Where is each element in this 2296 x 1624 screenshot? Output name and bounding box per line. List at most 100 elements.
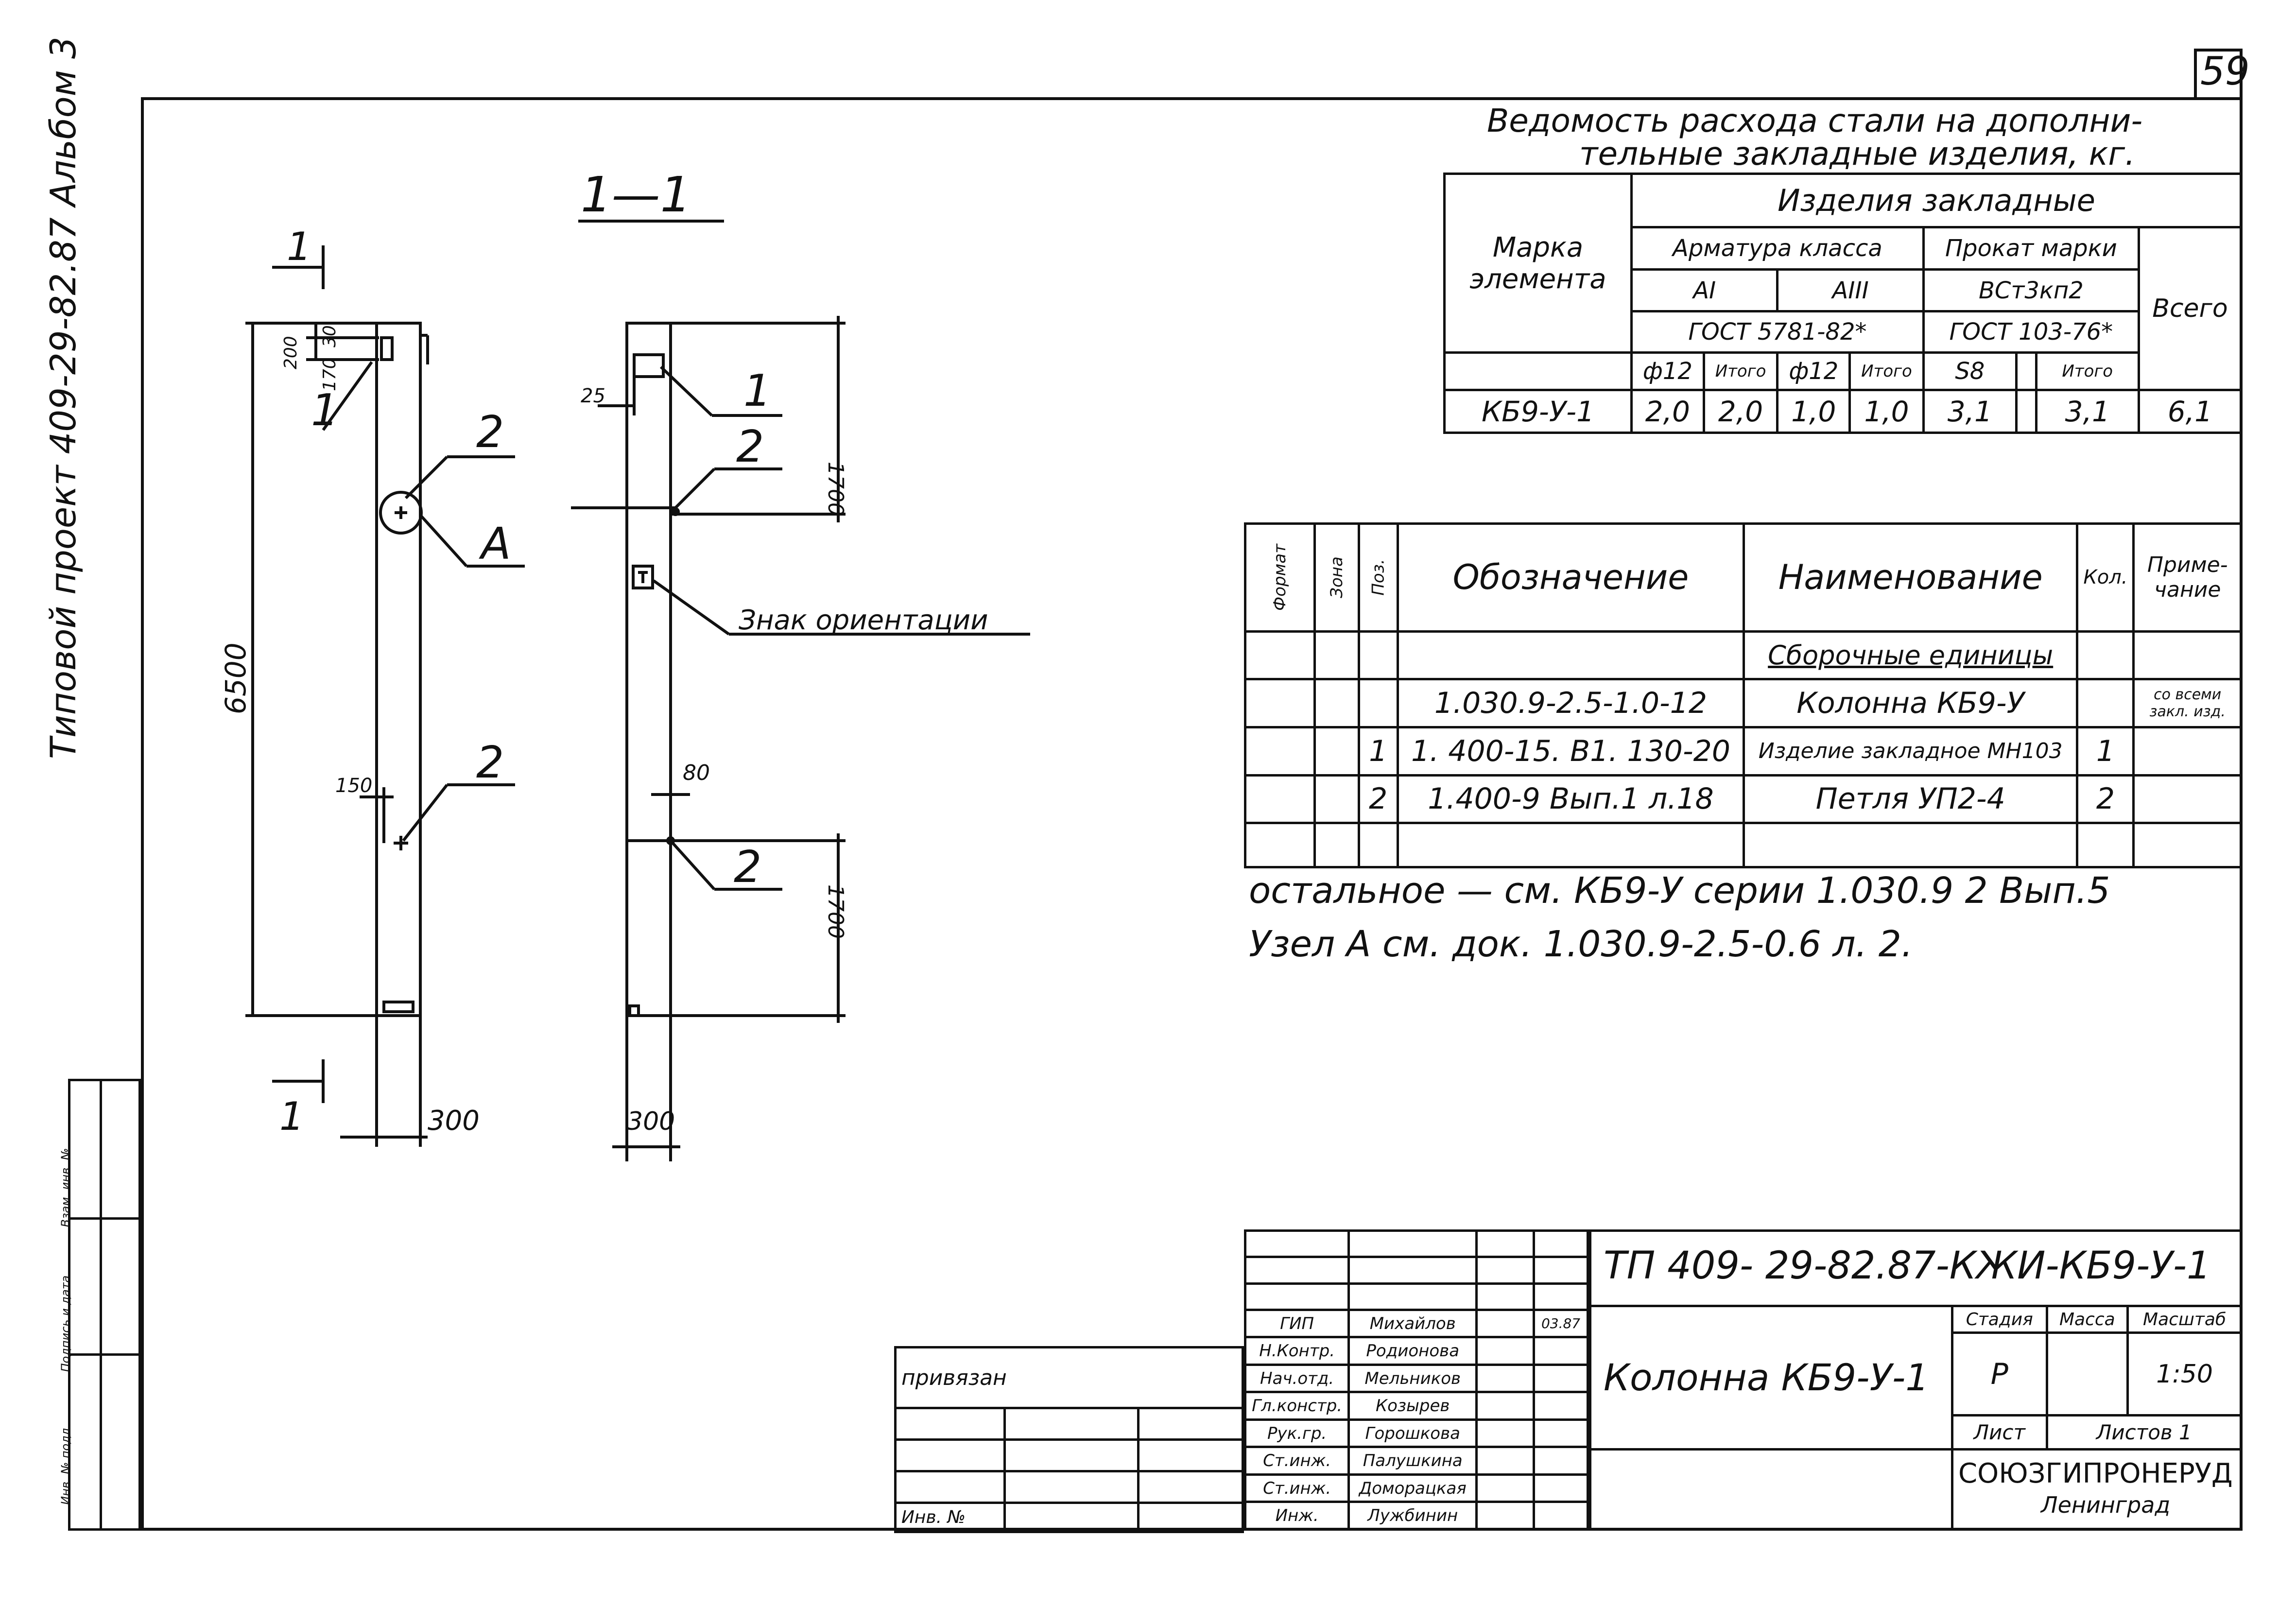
role-2: Нач.отд. [1243,1364,1350,1394]
sub-6: Итого [2035,351,2140,392]
cut-mark-bottom: 1 [279,1094,304,1139]
row-v1: 2,0 [1702,389,1779,434]
section-title: 1—1 [581,166,691,223]
stage-value: Р [1951,1331,2048,1417]
scale-value: 1:50 [2126,1331,2243,1417]
sub-3: Итого [1848,351,1925,392]
steel-table-title-2: тельные закладные изделия, кг. [1579,135,2135,173]
spec-row3-name: Петля УП2-4 [1743,774,2079,825]
spec-table: Формат Зона Поз. Обозначение Наименовани… [1244,522,2243,868]
drawing-name: Колонна КБ9-У-1 [1604,1356,1929,1399]
spec-row0-name: Сборочные единицы [1743,630,2079,681]
callout-2a: 2 [476,407,504,458]
spec-row2-qty: 1 [2076,726,2135,777]
dim-170: 170 [320,358,340,391]
spec-row: Сборочные единицы [1244,630,2243,681]
person-3: Козырев [1347,1391,1478,1421]
row-v6: 3,1 [2035,389,2140,434]
sub-0: ф12 [1630,351,1705,392]
row-total: 6,1 [2137,389,2243,434]
row-v0: 2,0 [1630,389,1705,434]
role-7: Инж. [1243,1501,1350,1531]
spec-row [1244,822,2243,868]
spec-h-zone: Зона [1313,522,1360,633]
person-7: Лужбинин [1347,1501,1478,1531]
dim-200: 200 [281,336,301,369]
sub-2: ф12 [1776,351,1851,392]
person-1: Родионова [1347,1336,1478,1366]
dim-25: 25 [581,385,605,407]
row-v3: 1,0 [1848,389,1925,434]
callout-1-right: 1 [743,365,771,416]
spec-row1-note: со всеми закл. изд. [2132,678,2243,728]
steel-table-title-1: Ведомость расхода стали на дополни- [1487,102,2143,139]
h-gost2: ГОСТ 103-76* [1922,310,2140,354]
mass-label: Масса [2045,1305,2129,1334]
h-grade: ВСт3кп2 [1922,268,2140,312]
spec-row1-designation: 1.030.9-2.5-1.0-12 [1396,678,1745,728]
column-drawings: 1—1 1 1 200 170 30 6500 150 300 1 2 А 2 … [219,166,1030,1161]
column-elevation-left [375,322,422,1017]
spec-h-pos: Поз. [1357,522,1399,633]
h-ai: АI [1630,268,1779,312]
spec-h-name: Наименование [1743,522,2079,633]
person-6: Доморацкая [1347,1473,1478,1503]
callout-2-right-bottom: 2 [734,842,761,893]
note-1: остальное — см. КБ9-У серии 1.030.9 2 Вы… [1249,870,2110,912]
person-5: Палушкина [1347,1446,1478,1476]
spec-h-qty: Кол. [2076,522,2135,633]
stage-table: Стадия Масса Масштаб Р 1:50 Лист Листов … [1951,1305,2243,1451]
dim-80: 80 [683,760,710,785]
steel-table: Марка элемента Изделия закладные Арматур… [1443,172,2243,434]
sub-5 [2015,351,2037,392]
h-rebar: Арматура класса [1630,225,1925,271]
role-3: Гл.констр. [1243,1391,1350,1421]
spec-row2-pos: 1 [1357,726,1399,777]
spec-row1-name: Колонна КБ9-У [1743,678,2079,728]
role-1: Н.Контр. [1243,1336,1350,1366]
row-v5 [2015,389,2037,434]
scale-label: Масштаб [2126,1305,2243,1334]
spec-h-note: Приме-чание [2132,522,2243,633]
spec-row3-designation: 1.400-9 Вып.1 л.18 [1396,774,1745,825]
stage-label: Стадия [1951,1305,2048,1334]
bound-block: привязан Инв. № [894,1346,1244,1533]
person-0: Михайлов [1347,1309,1478,1339]
spec-row2-name: Изделие закладное МН103 [1743,726,2079,777]
sheet-number-box [2194,49,2243,100]
role-4: Рук.гр. [1243,1418,1350,1449]
dim-300-right: 300 [627,1107,675,1136]
spec-row: 1.030.9-2.5-1.0-12 Колонна КБ9-У со всем… [1244,678,2243,728]
dim-1700-top: 1700 [823,462,848,516]
orientation-label: Знак ориентации [739,605,988,636]
cut-mark-top: 1 [287,224,311,269]
h-gost1: ГОСТ 5781-82* [1630,310,1925,354]
dim-1700-bottom: 1700 [823,884,848,939]
h-aiii: АIII [1776,268,1925,312]
sub-4: S8 [1922,351,2018,392]
role-6: Ст.инж. [1243,1473,1350,1503]
dim-30: 30 [320,325,340,347]
spec-h-designation: Обозначение [1396,522,1745,633]
left-strip [68,1079,141,1531]
bound-label: привязан [894,1346,1244,1409]
sheet-number: 59 [2200,49,2250,94]
row-v2: 1,0 [1776,389,1851,434]
spec-row2-designation: 1. 400-15. В1. 130-20 [1396,726,1745,777]
person-4: Горошкова [1347,1418,1478,1449]
sheet-label: Лист [1951,1414,2048,1451]
org-name: СОЮЗГИПРОНЕРУД [1958,1458,2233,1489]
spec-h-format: Формат [1244,522,1316,633]
strip-inv-label: Инв. № подл. [59,1424,72,1505]
spec-row: 1 1. 400-15. В1. 130-20 Изделие закладно… [1244,726,2243,777]
callout-2-right: 2 [736,421,764,472]
dim-300-left: 300 [428,1105,480,1137]
dim-6500: 6500 [219,642,252,714]
spec-row: 2 1.400-9 Вып.1 л.18 Петля УП2-4 2 [1244,774,2243,825]
role-0: ГИП [1243,1309,1350,1339]
person-2: Мельников [1347,1364,1478,1394]
inv-label: Инв. № [894,1502,1006,1533]
h-mark: Марка элемента [1443,172,1633,354]
